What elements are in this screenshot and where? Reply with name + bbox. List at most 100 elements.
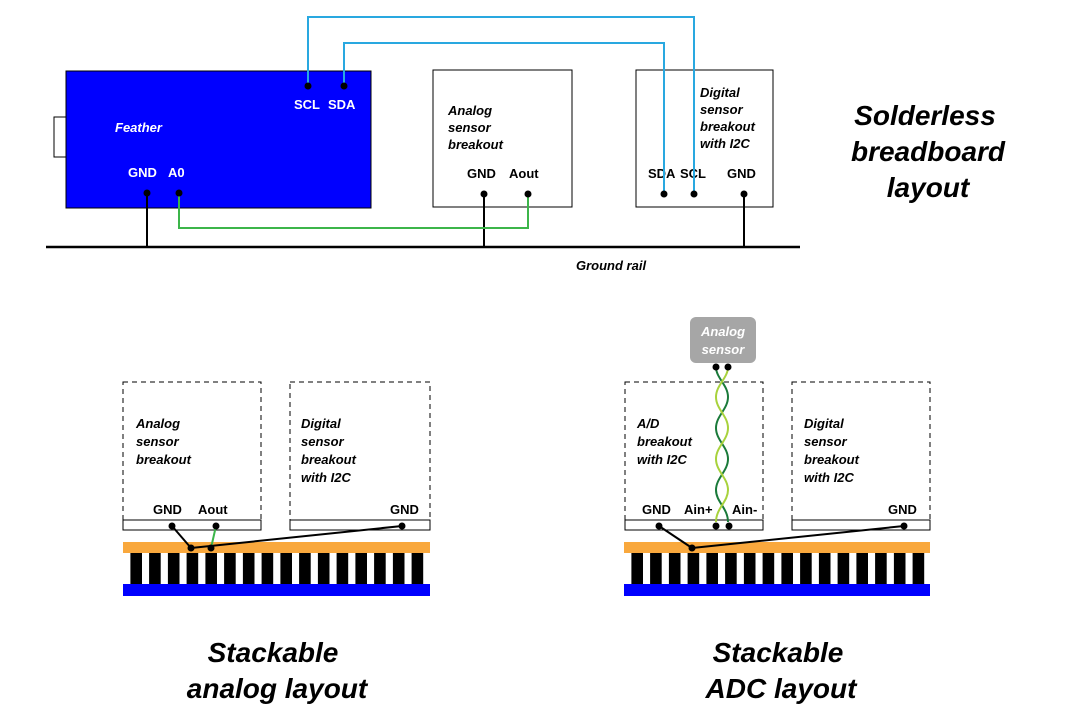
stack-analog-header-top [123,542,430,553]
stack-analog-gnd-pin [168,522,176,530]
header-pin [800,553,812,584]
stack-analog-gnd-label: GND [153,502,182,517]
adc-digital-line2: sensor [804,434,848,449]
header-pin [875,553,887,584]
adc-digital-line1: Digital [804,416,844,431]
adc-header-gnd-pin [688,544,696,552]
stack-analog-breakout-strip [122,519,262,531]
stack-digital-line2: sensor [301,434,345,449]
stack-analog-aout-pin [212,522,220,530]
adc-ainp-label: Ain+ [684,502,713,517]
adc-digital-gnd-label: GND [888,502,917,517]
sensor-line2: sensor [702,342,746,357]
stack-digital-gnd-label: GND [390,502,419,517]
adc-gnd-label: GND [642,502,671,517]
adc-title-line2: ADC layout [705,673,859,704]
stack-analog-breakout-box [122,381,262,521]
analog-breakout-box [432,69,573,208]
breadboard-title-line3: layout [887,172,971,203]
adc-ainp-pin [712,522,720,530]
adc-digital-gnd-wire [691,525,905,549]
header-pin [743,553,756,584]
digital-gnd-pin [740,190,748,198]
adc-header-pins [631,553,925,584]
header-pin [856,553,868,584]
stackable-analog-layout: Analog sensor breakout GND Aout Digital … [122,381,431,704]
header-pin [299,553,311,584]
header-pin [668,553,681,584]
digital-breakout-line2: sensor [700,102,744,117]
digital-breakout-box [635,69,774,208]
adc-digital-line3: breakout [804,452,860,467]
adc-breakout-box [624,381,764,521]
header-pin [762,553,775,584]
feather-scl-label: SCL [294,97,320,112]
header-pin [130,553,142,584]
header-pin [392,553,405,584]
analog-aout-label: Aout [509,166,539,181]
adc-ainm-label: Ain- [732,502,757,517]
header-pin [242,553,255,584]
feather-gnd-pin [143,189,151,197]
adc-line2: breakout [637,434,693,449]
adc-ainm-pin [725,522,733,530]
header-pin [650,553,662,584]
header-pin [781,553,793,584]
header-pin [149,553,161,584]
stack-analog-title-line2: analog layout [187,673,369,704]
stack-analog-line1: Analog [135,416,180,431]
adc-digital-breakout-box [791,381,931,521]
stack-analog-aout-label: Aout [198,502,228,517]
stack-digital-line1: Digital [301,416,341,431]
stack-digital-gnd-wire [190,525,403,549]
breadboard-title-line2: breadboard [851,136,1006,167]
adc-header-bottom [624,584,930,596]
stack-analog-header-gnd-pin [187,544,195,552]
twisted-pair-light-wire [714,366,730,523]
digital-breakout-line1: Digital [700,85,740,100]
stack-analog-title-line1: Stackable [208,637,339,668]
header-pin [818,553,831,584]
adc-line3: with I2C [637,452,687,467]
header-pin [167,553,180,584]
stackable-adc-layout: A/D breakout with I2C GND Ain+ Ain- Digi… [624,317,931,704]
digital-gnd-label: GND [727,166,756,181]
stack-analog-signal-wire [210,525,217,549]
adc-gnd-pin [655,522,663,530]
external-analog-sensor [690,317,756,363]
adc-header-top [624,542,930,553]
digital-sda-label: SDA [648,166,676,181]
header-pin [706,553,718,584]
i2c-sda-wire [343,42,665,194]
stack-digital-breakout-box [289,381,431,521]
stack-digital-gnd-pin [398,522,406,530]
stack-analog-header-pins [130,553,424,584]
analog-breakout-line1: Analog [447,103,492,118]
stack-analog-header-a0-pin [207,544,215,552]
stack-analog-header-bottom [123,584,430,596]
stack-analog-line3: breakout [136,452,192,467]
analog-breakout-line3: breakout [448,137,504,152]
digital-sda-pin [660,190,668,198]
feather-gnd-label: GND [128,165,157,180]
feather-a0-label: A0 [168,165,185,180]
header-pin [374,553,386,584]
stack-digital-line4: with I2C [301,470,351,485]
feather-scl-pin [304,82,312,90]
stack-digital-breakout-strip [289,519,431,531]
analog-aout-pin [524,190,532,198]
header-pin [631,553,643,584]
feather-board [65,70,372,209]
analog-gnd-pin [480,190,488,198]
digital-breakout-line4: with I2C [700,136,750,151]
ground-rail-label: Ground rail [576,258,646,273]
digital-breakout-line3: breakout [700,119,756,134]
header-pin [224,553,236,584]
adc-digital-gnd-pin [900,522,908,530]
sensor-pin-1 [712,363,720,371]
header-pin [186,553,199,584]
adc-breakout-strip [624,519,764,531]
header-pin [261,553,274,584]
sensor-line1: Analog [700,324,745,339]
feather-sda-pin [340,82,348,90]
